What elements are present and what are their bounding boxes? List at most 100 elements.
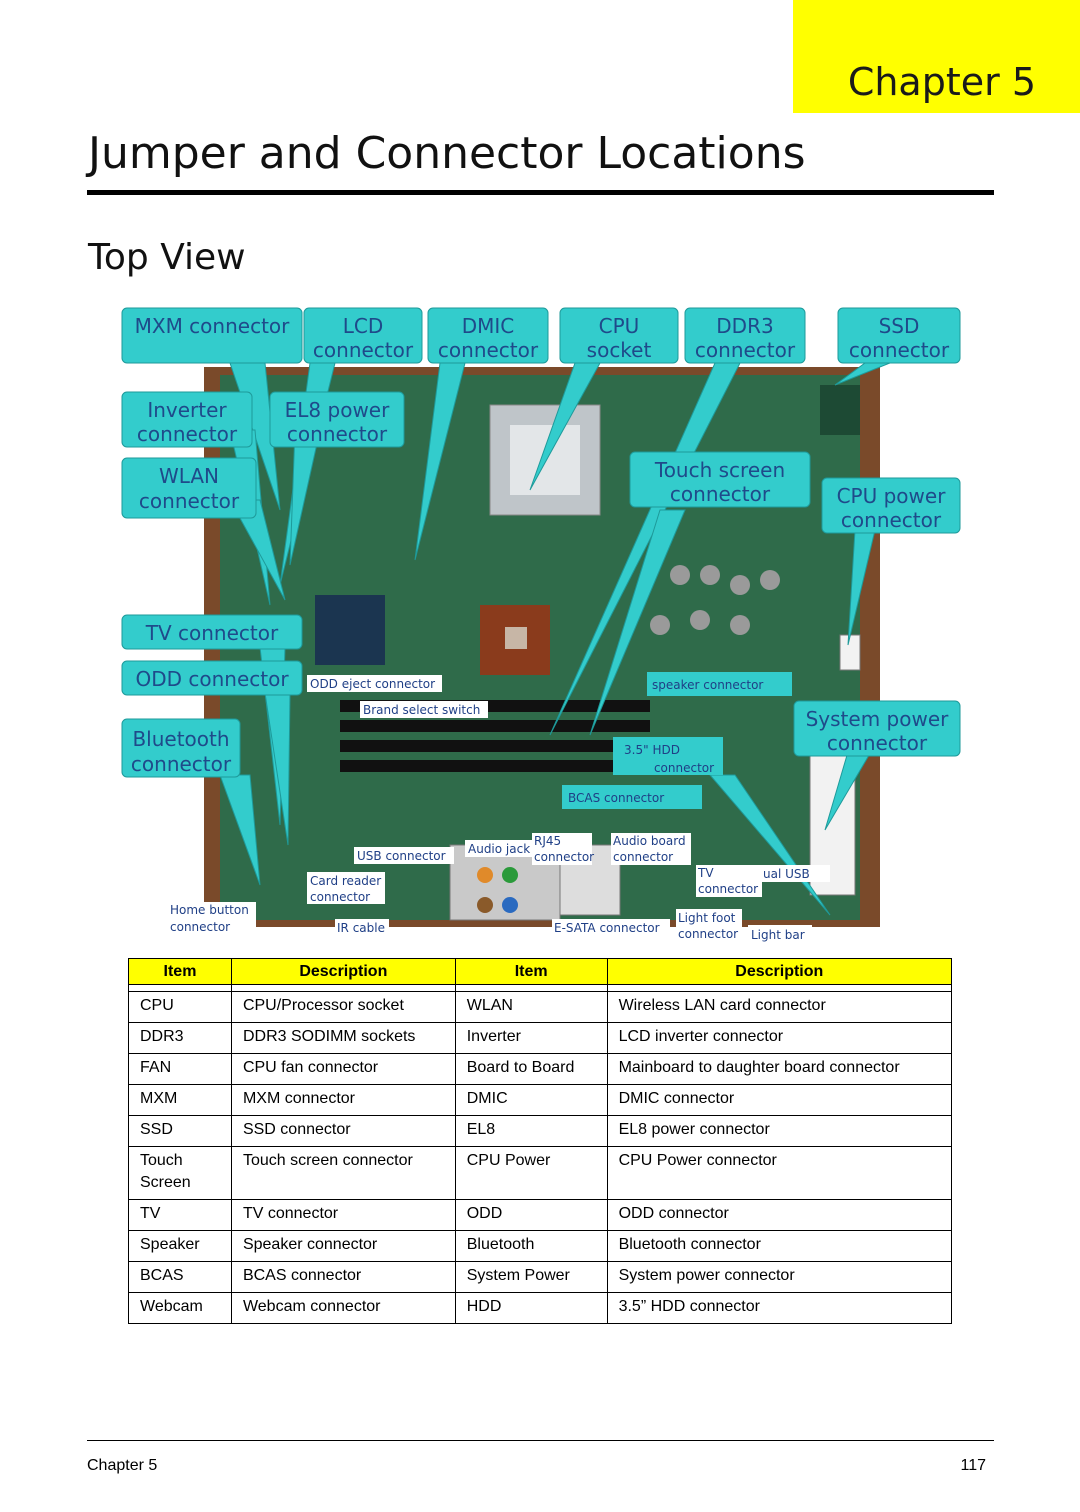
- cell-item-2: Bluetooth: [454, 1230, 608, 1262]
- cell-description: Speaker connector: [230, 1230, 456, 1262]
- svg-text:connector: connector: [313, 338, 414, 362]
- label-tv-small: TV: [697, 866, 714, 880]
- table-row: TV TV connector ODD ODD connector: [128, 1199, 953, 1231]
- cell-item-2: ODD: [454, 1199, 608, 1231]
- callout-el8: EL8 power connector: [269, 391, 405, 448]
- label-rj45-2: connector: [534, 850, 594, 864]
- svg-text:connector: connector: [438, 338, 539, 362]
- cell-description-2: Mainboard to daughter board connector: [606, 1053, 953, 1085]
- cell-item: Touch Screen: [128, 1146, 232, 1200]
- label-card-reader: Card reader: [310, 874, 381, 888]
- callout-tv: TV connector: [121, 614, 303, 650]
- chapter-tab: Chapter 5: [793, 0, 1080, 113]
- label-dual-usb: ual USB: [763, 867, 810, 881]
- svg-text:Bluetooth: Bluetooth: [132, 727, 229, 751]
- section-heading: Top View: [88, 237, 246, 278]
- table-row: Touch Screen Touch screen connector CPU …: [128, 1146, 953, 1200]
- svg-text:Inverter: Inverter: [147, 398, 227, 422]
- label-usb: USB connector: [357, 849, 446, 863]
- callout-dmic: DMIC connector: [427, 307, 549, 364]
- cell-description: DDR3 SODIMM sockets: [230, 1022, 456, 1054]
- callout-cpu-power: CPU power connector: [821, 477, 961, 534]
- cell-item: Webcam: [128, 1292, 232, 1324]
- header-description: Description: [230, 958, 456, 985]
- table-row: CPU CPU/Processor socket WLAN Wireless L…: [128, 991, 953, 1023]
- cell-item-2: CPU Power: [454, 1146, 608, 1200]
- label-speaker: speaker connector: [647, 672, 792, 696]
- cell-item: Speaker: [128, 1230, 232, 1262]
- callout-mxm: MXM connector: [121, 307, 303, 364]
- label-audio-board-2: connector: [613, 850, 673, 864]
- table-spacer-row: [128, 984, 953, 992]
- label-audio-board: Audio board: [613, 834, 686, 848]
- svg-text:ODD connector: ODD connector: [135, 667, 289, 691]
- svg-text:WLAN: WLAN: [159, 464, 219, 488]
- svg-text:System power: System power: [806, 707, 950, 731]
- motherboard-diagram: MXM connector LCD connector DMIC connect…: [120, 305, 962, 942]
- label-light-foot: Light foot: [678, 911, 736, 925]
- svg-text:connector: connector: [827, 731, 928, 755]
- label-home-button-2: connector: [170, 920, 230, 934]
- cell-description: CPU fan connector: [230, 1053, 456, 1085]
- cell-item-2: Board to Board: [454, 1053, 608, 1085]
- cell-description: Webcam connector: [230, 1292, 456, 1324]
- table-row: BCAS BCAS connector System Power System …: [128, 1261, 953, 1293]
- cell-description-2: Wireless LAN card connector: [606, 991, 953, 1023]
- label-audio-jack: Audio jack: [468, 842, 530, 856]
- cell-description-2: System power connector: [606, 1261, 953, 1293]
- label-light-foot-2: connector: [678, 927, 738, 941]
- cell-item-2: HDD: [454, 1292, 608, 1324]
- svg-text:socket: socket: [587, 338, 652, 362]
- page-title: Jumper and Connector Locations: [88, 128, 806, 179]
- cell-item: DDR3: [128, 1022, 232, 1054]
- callout-inverter: Inverter connector: [121, 391, 253, 448]
- svg-text:LCD: LCD: [343, 314, 384, 338]
- cell-item: TV: [128, 1199, 232, 1231]
- label-tv-small-2: connector: [698, 882, 758, 896]
- cell-description: BCAS connector: [230, 1261, 456, 1293]
- label-ir-cable: IR cable: [337, 921, 385, 935]
- svg-text:connector: connector: [131, 752, 232, 776]
- svg-text:connector: connector: [849, 338, 950, 362]
- motherboard-figure: MXM connector LCD connector DMIC connect…: [120, 305, 962, 942]
- cell-description: Touch screen connector: [230, 1146, 456, 1200]
- header-item: Item: [128, 958, 232, 985]
- cell-description-2: Bluetooth connector: [606, 1230, 953, 1262]
- svg-text:Touch screen: Touch screen: [654, 458, 785, 482]
- cpu-socket-shape: [489, 404, 601, 516]
- cell-description: TV connector: [230, 1199, 456, 1231]
- header-description-2: Description: [606, 958, 953, 985]
- cell-item: FAN: [128, 1053, 232, 1085]
- svg-text:DDR3: DDR3: [716, 314, 773, 338]
- table-row: DDR3 DDR3 SODIMM sockets Inverter LCD in…: [128, 1022, 953, 1054]
- cell-description: CPU/Processor socket: [230, 991, 456, 1023]
- cell-item-2: EL8: [454, 1115, 608, 1147]
- callout-wlan: WLAN connector: [121, 457, 257, 519]
- connector-legend-table: Item Description Item Description CPU CP…: [128, 958, 953, 1324]
- cell-item-2: System Power: [454, 1261, 608, 1293]
- cell-description-2: LCD inverter connector: [606, 1022, 953, 1054]
- cell-description-2: ODD connector: [606, 1199, 953, 1231]
- svg-text:EL8 power: EL8 power: [285, 398, 390, 422]
- svg-text:connector: connector: [287, 422, 388, 446]
- table-header-row: Item Description Item Description: [128, 958, 953, 985]
- callout-system-power: System power connector: [793, 700, 961, 757]
- cell-item-2: DMIC: [454, 1084, 608, 1116]
- svg-text:DMIC: DMIC: [462, 314, 515, 338]
- callout-bluetooth: Bluetooth connector: [121, 718, 241, 778]
- header-item-2: Item: [454, 958, 608, 985]
- svg-text:MXM connector: MXM connector: [135, 314, 291, 338]
- label-esata: E-SATA connector: [554, 921, 660, 935]
- cell-description-2: DMIC connector: [606, 1084, 953, 1116]
- svg-text:CPU power: CPU power: [837, 484, 947, 508]
- svg-text:CPU: CPU: [599, 314, 640, 338]
- label-card-reader-2: connector: [310, 890, 370, 904]
- label-brand-select: Brand select switch: [363, 703, 480, 717]
- cell-item: SSD: [128, 1115, 232, 1147]
- svg-text:TV connector: TV connector: [145, 621, 279, 645]
- cell-description-2: CPU Power connector: [606, 1146, 953, 1200]
- callout-touch-screen: Touch screen connector: [629, 451, 811, 508]
- footer-chapter: Chapter 5: [87, 1457, 158, 1474]
- svg-text:SSD: SSD: [879, 314, 920, 338]
- cell-item: MXM: [128, 1084, 232, 1116]
